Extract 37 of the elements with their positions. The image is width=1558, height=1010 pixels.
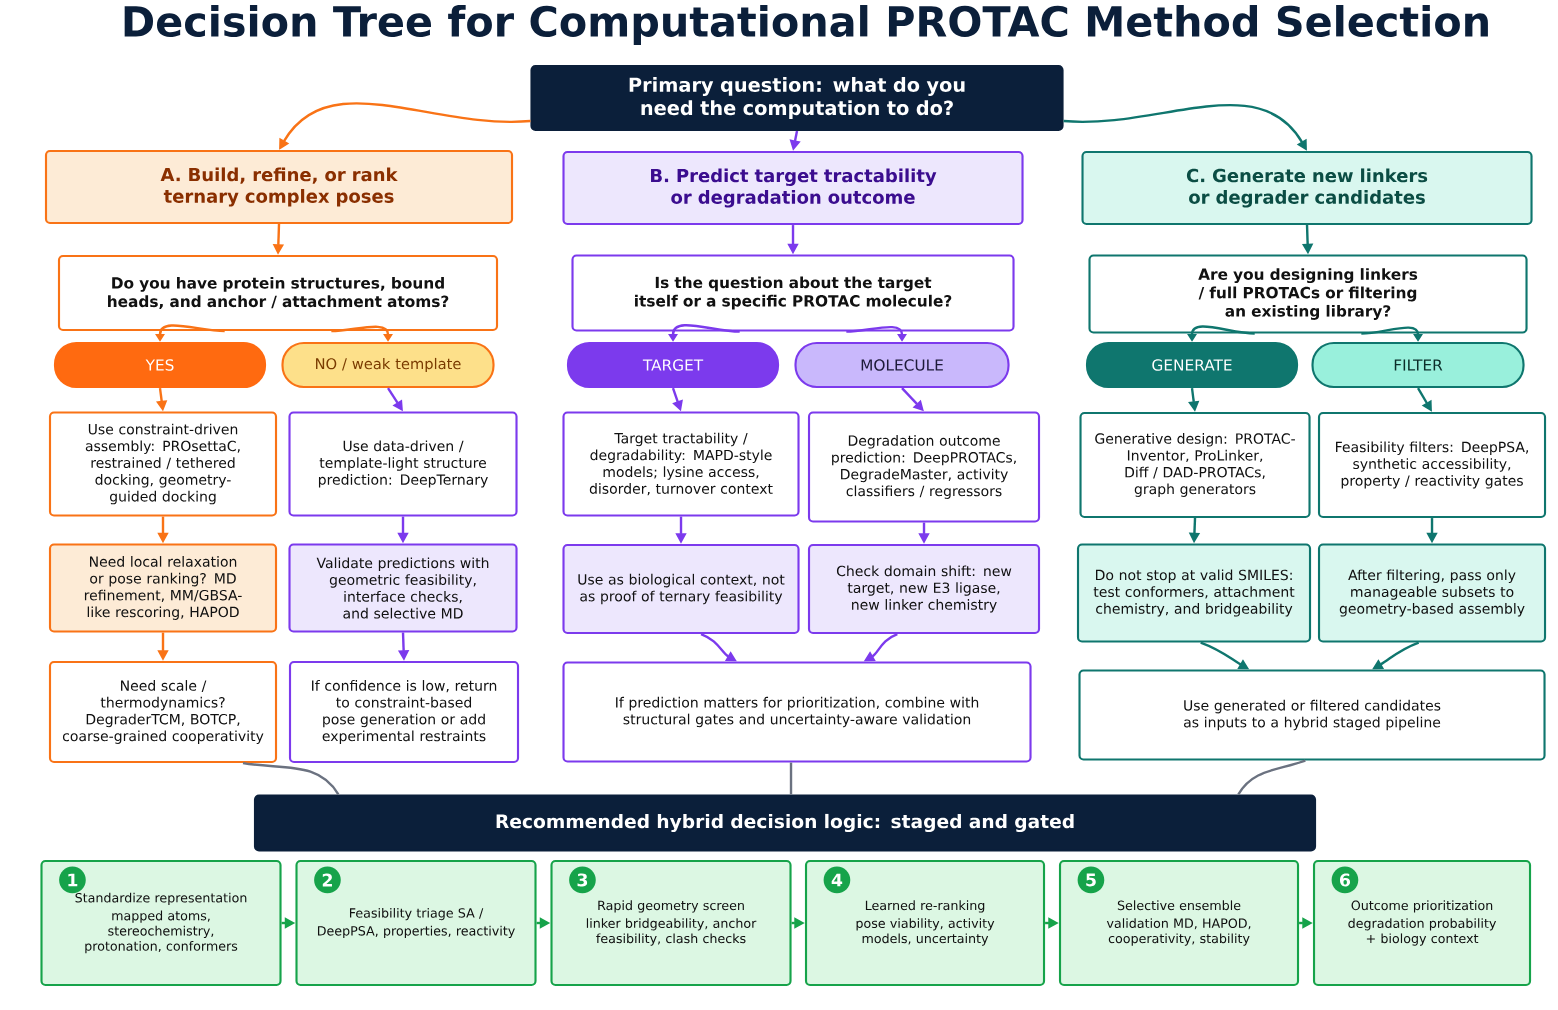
step-number: 2 <box>314 866 341 894</box>
process-box: Do not stop at valid SMILES: test conformers, attachment chemistry, and bridgeability <box>1076 543 1312 643</box>
step-number: 5 <box>1077 866 1105 894</box>
process-box: After filtering, pass only manageable subsets to geometry-based assembly <box>1317 543 1547 643</box>
answer-pill: GENERATE <box>1085 341 1299 389</box>
step-number: 1 <box>59 866 86 894</box>
category-box: A. Build, refine, or rank ternary complex poses <box>44 149 514 225</box>
step-number: 4 <box>823 866 851 894</box>
process-box: Feasibility filters: DeepPSA, synthetic accessibility, property / reactivity gates <box>1317 411 1547 519</box>
process-box: Degradation outcome prediction: DeepPROTACs, DegradeMaster, activity classifiers / regressors <box>807 411 1041 523</box>
answer-pill: TARGET <box>566 341 780 389</box>
question-box: Do you have protein structures, bound heads, and anchor / attachment atoms? <box>57 254 499 332</box>
process-box: Target tractability / degradability: MAPD-style models; lysine access, disorder, turnover context <box>562 411 800 517</box>
answer-pill: YES <box>53 341 267 389</box>
process-box: Validate predictions with geometric feasibility, interface checks, and selective MD <box>288 543 518 633</box>
process-box: Use generated or filtered candidates as inputs to a hybrid staged pipeline <box>1078 669 1546 761</box>
process-box: Use as biological context, not as proof of ternary feasibility <box>562 543 800 635</box>
process-box: Need local relaxation or pose ranking? MD refinement, MM/GBSA-like rescoring, HAPOD <box>48 543 278 633</box>
question-banner: Primary question: what do you need the computation to do? <box>530 64 1064 132</box>
category-box: B. Predict target tractability or degradation outcome <box>562 150 1024 226</box>
process-box: Generative design: PROTAC-Inventor, ProLinker, Diff / DAD-PROTACs, graph generators <box>1079 411 1311 519</box>
process-box: Use constraint-driven assembly: PROsettaC, restrained / tethered docking, geometry-guided docking <box>48 411 278 517</box>
category-box: C. Generate new linkers or degrader candidates <box>1081 150 1533 226</box>
answer-pill: FILTER <box>1311 341 1525 389</box>
title: Decision Tree for Computational PROTAC Method Selection <box>124 5 1488 45</box>
summary-banner: Recommended hybrid decision logic: staged and gated <box>253 794 1317 852</box>
step-number: 6 <box>1331 866 1359 894</box>
process-box: If prediction matters for prioritization, combine with structural gates and uncertainty-aware validation <box>562 661 1032 763</box>
question-box: Are you designing linkers / full PROTACs or filtering an existing library? <box>1088 254 1528 334</box>
answer-pill: MOLECULE <box>794 341 1010 389</box>
answer-pill: NO / weak template <box>281 341 495 389</box>
process-box: Need scale / thermodynamics? DegraderTCM, BOTCP, coarse-grained cooperativity <box>48 660 278 764</box>
process-box: Use data-driven / template-light structure prediction: DeepTernary <box>288 411 518 517</box>
step-number: 3 <box>569 866 596 894</box>
process-box: If confidence is low, return to constraint-based pose generation or add experimental restraints <box>288 660 520 764</box>
question-box: Is the question about the target itself or a specific PROTAC molecule? <box>571 254 1015 332</box>
process-box: Check domain shift: new target, new E3 ligase, new linker chemistry <box>807 543 1041 635</box>
